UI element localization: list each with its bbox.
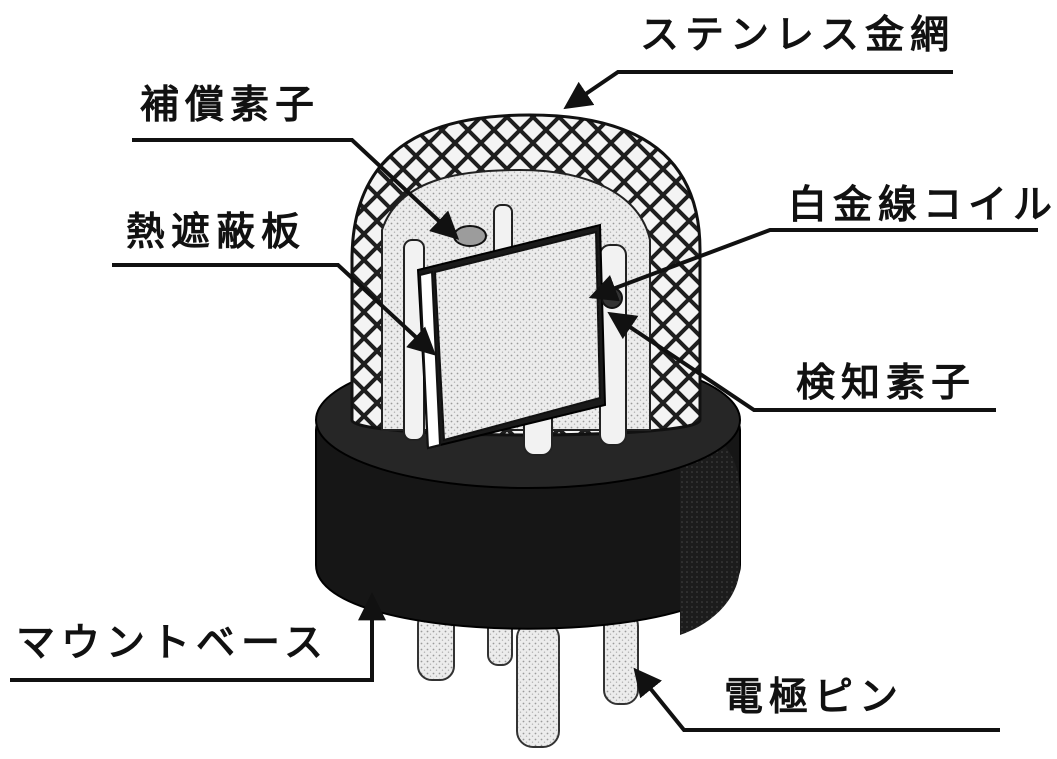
leader-compensating-element: [132, 138, 460, 240]
label-stainless-mesh: ステンレス金網: [640, 13, 956, 58]
leader-heat-shield: [112, 263, 437, 356]
heat-shield-plate: [416, 223, 607, 450]
electrode-pins-lower: [417, 609, 639, 748]
leader-mount-base: [10, 592, 386, 682]
leader-lines: [10, 70, 1038, 732]
leader-stainless-mesh: [563, 70, 953, 110]
leader-electrode-pin: [633, 667, 1000, 732]
label-compensating-element: 補償素子: [140, 83, 321, 128]
label-electrode-pin: 電極ピン: [724, 675, 905, 720]
label-mount-base: マウントベース: [16, 621, 330, 666]
label-detecting-element: 検知素子: [796, 361, 977, 406]
pin-lower-4: [603, 611, 639, 705]
leader-platinum-coil: [588, 228, 1038, 302]
label-heat-shield: 熱遮蔽板: [126, 210, 307, 255]
leader-detecting-element: [607, 311, 996, 412]
compensating-element-bead: [453, 225, 487, 247]
label-platinum-coil: 白金線コイル: [788, 183, 1057, 228]
pin-lower-3: [516, 621, 560, 748]
